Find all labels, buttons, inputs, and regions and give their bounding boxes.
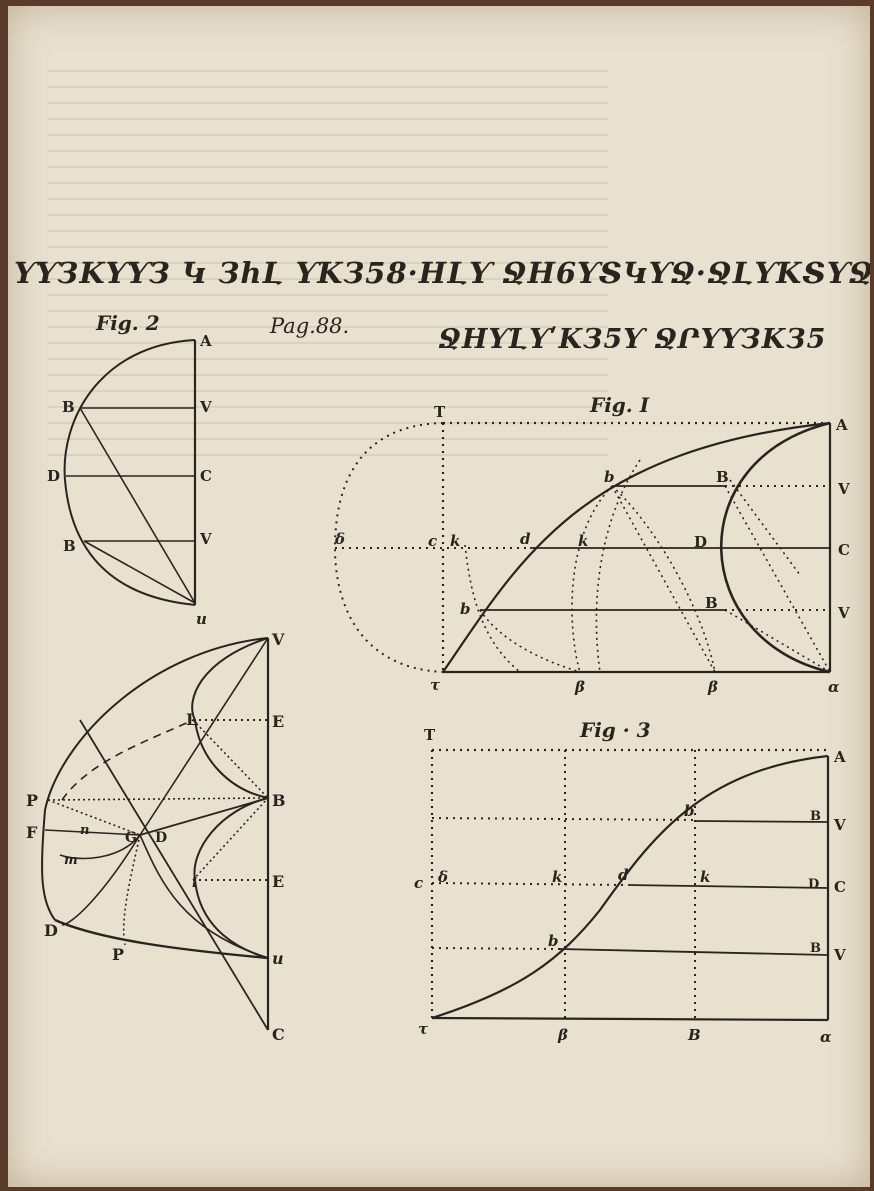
fig3-label-B: B bbox=[810, 809, 821, 824]
fig2-label-u: u bbox=[196, 610, 207, 628]
fig1-label-beta2: β bbox=[707, 678, 718, 696]
fig1-label-b2: b bbox=[460, 600, 471, 618]
fig1-diagram: Fig. I bbox=[333, 393, 850, 696]
fig1-label-B: B bbox=[716, 468, 729, 486]
fig3-label-V: V bbox=[833, 816, 846, 834]
fig2-label-V: V bbox=[199, 398, 212, 416]
fig1-label-tau: τ bbox=[430, 676, 441, 694]
fig3-label-alpha: α bbox=[820, 1028, 832, 1046]
fig3-label-D: D bbox=[808, 877, 819, 892]
fig1-label-V2: V bbox=[837, 604, 850, 622]
fig1-label-d: d bbox=[520, 530, 531, 548]
book-page: ƳƳЗKƳƳЗ Կ ЗhԼ ƳKЗ58·HԼƳ ՋH6ƳՏԿƳՋ·ՋԼƳKՏƳՋ… bbox=[8, 6, 870, 1187]
fig1-label-alpha: α bbox=[828, 678, 840, 696]
fig1-label-B2: B bbox=[705, 594, 718, 612]
fig3-label-C: C bbox=[834, 878, 846, 896]
fig3-label-b2: b bbox=[548, 932, 559, 950]
fig2-caption: Fig. 2 bbox=[95, 311, 160, 335]
fig1-label-D: D bbox=[694, 533, 707, 551]
fig1-label-V: V bbox=[837, 480, 850, 498]
fig1-label-T: T bbox=[434, 403, 446, 421]
fig2-label-D: D bbox=[47, 467, 60, 485]
cipher-heading-line-1: ƳƳЗKƳƳЗ Կ ЗhԼ ƳKЗ58·HԼƳ ՋH6ƳՏԿƳՋ·ՋԼƳKՏƳՋ… bbox=[14, 256, 870, 290]
fig1-label-k2: k bbox=[578, 532, 588, 550]
fig4-label-D: D bbox=[155, 830, 167, 846]
fig4-label-G: G bbox=[125, 830, 137, 846]
fig2-label-B: B bbox=[62, 398, 75, 416]
fig4-label-L: L bbox=[186, 710, 197, 729]
fig3-label-k: k bbox=[552, 868, 562, 886]
fig3-label-delta: δ bbox=[437, 868, 448, 886]
page-reference: Pag.88. bbox=[270, 314, 350, 338]
fig3-diagram: Fig · 3 T A b B V c δ k bbox=[414, 718, 846, 1046]
fig2-label-V2: V bbox=[199, 530, 212, 548]
fig1-label-b: b bbox=[604, 468, 615, 486]
fig4-diagram: V L E P B F n G D m l E D P u C bbox=[26, 630, 286, 1044]
fig4-label-P2: P bbox=[112, 945, 124, 964]
fig4-label-u: u bbox=[272, 949, 284, 968]
bleed-through-text bbox=[48, 56, 608, 456]
fig3-label-B2: B bbox=[810, 941, 821, 956]
fig2-label-B2: B bbox=[63, 537, 76, 555]
fig2-label-C: C bbox=[200, 467, 212, 485]
fig3-label-c: c bbox=[414, 874, 423, 892]
fig3-label-V2: V bbox=[833, 946, 846, 964]
fig4-label-P: P bbox=[26, 791, 38, 810]
fig2-label-A: A bbox=[199, 332, 212, 350]
fig1-label-c: c bbox=[428, 532, 437, 550]
fig3-label-k2: k bbox=[700, 868, 710, 886]
fig3-label-tau: τ bbox=[418, 1020, 429, 1038]
fig3-label-A: A bbox=[833, 748, 846, 766]
cipher-heading-line-2: ՋHƳԼƳʹKЗ5Ƴ ՋՐƳƳЗKЗ5 bbox=[438, 324, 827, 355]
fig1-label-delta: δ bbox=[334, 530, 345, 548]
figure-plate: Fig. 2 A B V D C B V u Fig. I bbox=[26, 311, 850, 1046]
fig4-label-B: B bbox=[272, 791, 286, 810]
fig3-label-d: d bbox=[618, 866, 629, 884]
fig4-label-n: n bbox=[80, 823, 89, 838]
fig1-label-beta: β bbox=[574, 678, 585, 696]
fig4-label-F: F bbox=[26, 823, 38, 842]
fig1-label-k: k bbox=[450, 532, 460, 550]
fig4-label-V: V bbox=[271, 630, 285, 649]
fig3-label-b: b bbox=[684, 802, 695, 820]
fig3-label-beta: β bbox=[557, 1026, 568, 1044]
fig1-label-C: C bbox=[838, 541, 850, 559]
fig4-label-D2: D bbox=[44, 921, 58, 940]
fig4-label-C: C bbox=[272, 1025, 285, 1044]
fig2-diagram: Fig. 2 A B V D C B V u bbox=[47, 311, 212, 628]
fig1-caption: Fig. I bbox=[589, 393, 650, 417]
fig1-label-A: A bbox=[835, 416, 848, 434]
fig3-caption: Fig · 3 bbox=[579, 718, 651, 742]
fig4-label-E2: E bbox=[272, 872, 284, 891]
fig3-label-B3: B bbox=[687, 1026, 701, 1044]
fig4-label-l: l bbox=[192, 876, 197, 891]
fig3-label-T: T bbox=[424, 726, 436, 744]
fig4-label-m: m bbox=[64, 853, 78, 868]
fig4-label-E: E bbox=[272, 712, 284, 731]
